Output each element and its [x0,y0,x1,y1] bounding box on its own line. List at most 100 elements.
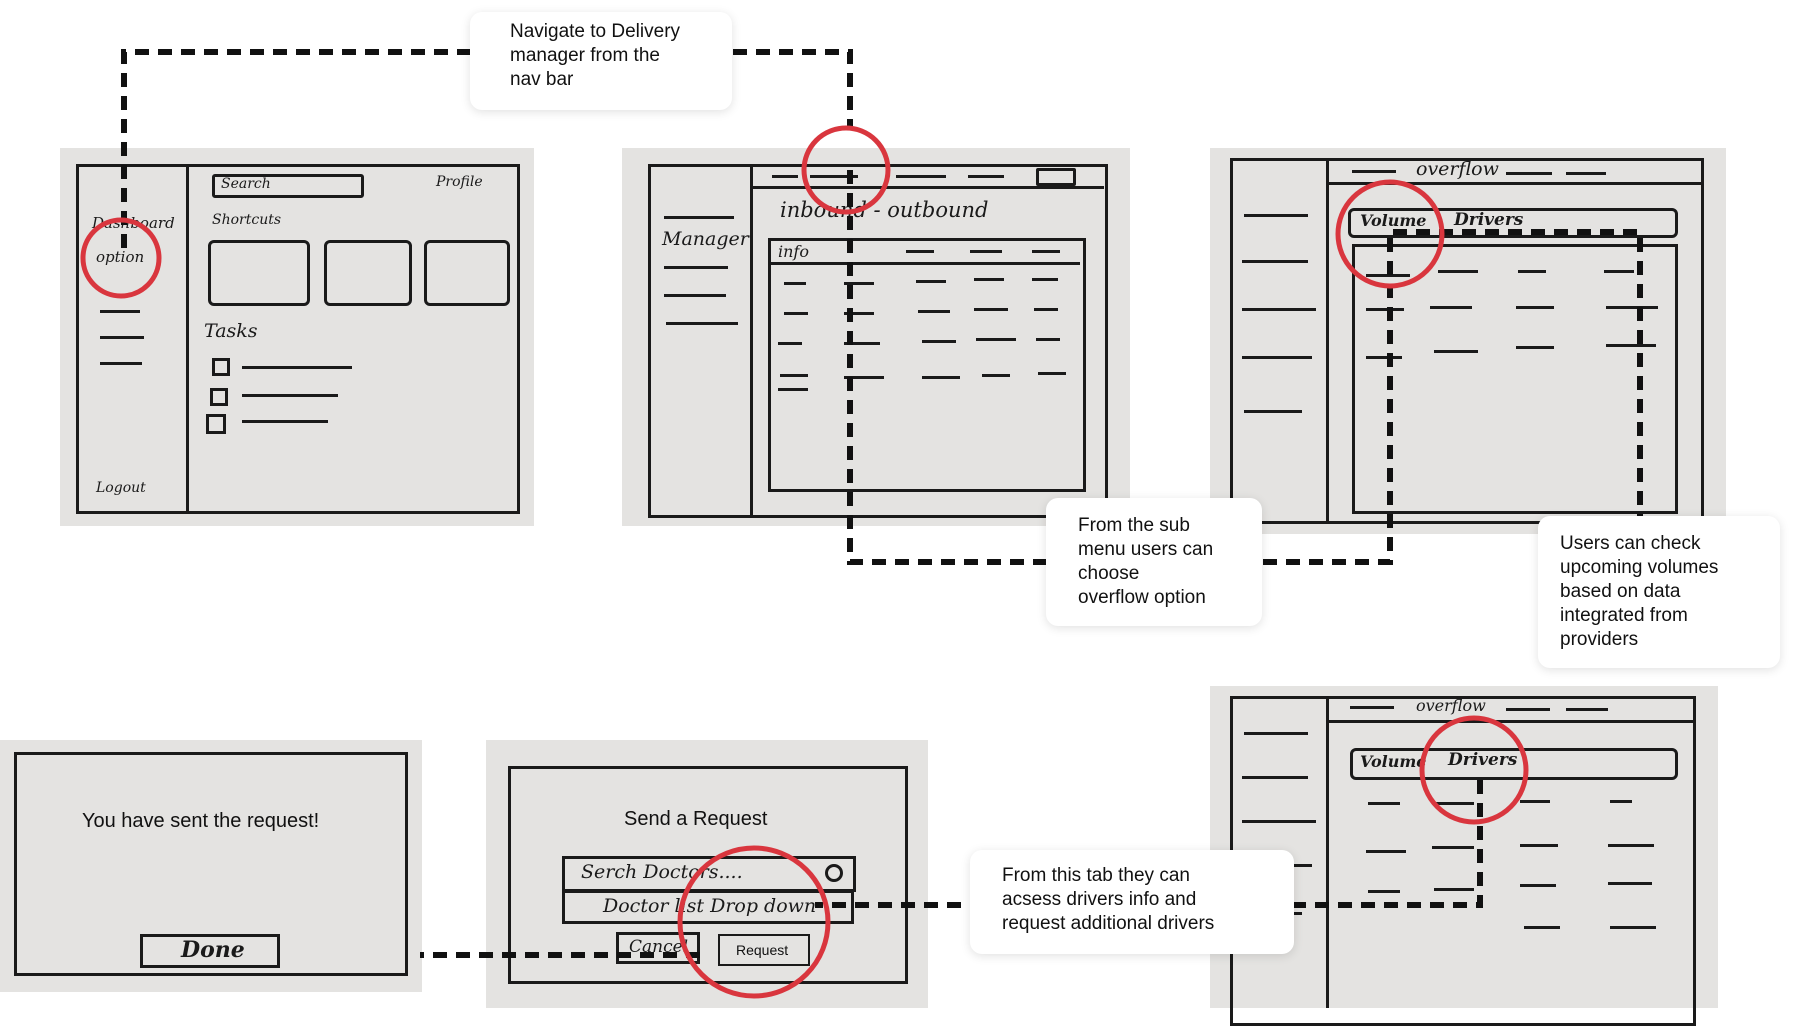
drivers-cell-line [1368,802,1400,805]
drivers-cell-line [1610,926,1656,929]
done-button-label: Done [181,937,245,963]
drivers-cell-line [1524,926,1560,929]
overflow-cell-line [1516,306,1554,309]
table-cell-line [784,312,808,315]
overflow-tab-volume: Volume [1360,211,1427,230]
table-cell-line [974,308,1008,311]
table-cell-line [918,310,950,313]
shortcut-card [424,240,510,306]
manager-side-title: Manager [662,228,749,250]
note-nav-line: nav bar [510,69,574,90]
drivers-cell-line [1368,890,1400,893]
overflow-cell-line [1366,308,1404,311]
task-line [242,394,338,397]
dashboard-nav-line [100,362,142,365]
manager-nav-line [968,175,1004,178]
note-submenu: From the sub menu users can choose overf… [1046,498,1262,626]
drivers-nav-line [1566,708,1608,711]
overflow-sidebar-divider [1326,160,1329,522]
note-drivers-line: acsess drivers info and [1002,889,1197,910]
table-cell-line [844,282,874,285]
overflow-nav-line [1506,172,1552,175]
doctor-list-dropdown: Doctor list Drop down [562,890,854,924]
drivers-cell-line [1520,844,1558,847]
drivers-cell-line [1608,844,1654,847]
note-volumes: Users can check upcoming volumes based o… [1538,516,1780,668]
drivers-cell-line [1520,884,1556,887]
table-cell-line [778,342,802,345]
overflow-cell-line [1438,270,1478,273]
overflow-volume-frame [1230,158,1704,524]
overflow-drivers-sketch: overflow Volume Drivers [1210,686,1718,1026]
drivers-side-line [1242,820,1316,823]
overflow-cell-line [1606,344,1656,347]
drivers-tab-bar [1350,748,1678,780]
dashboard-search-label: Search [221,176,271,192]
connector-drivers-to-request [815,780,1483,908]
drivers-cell-line [1434,802,1474,805]
drivers-cell-line [1610,800,1632,803]
table-cell-line [1036,338,1060,341]
table-cell-line [784,282,806,285]
sent-message: You have sent the request! [82,810,320,832]
table-cell-line [1034,308,1058,311]
request-button-label: Request [736,942,789,958]
dashboard-logout-label: Logout [96,480,146,496]
highlight-circle-navbar [801,125,891,215]
note-volumes-line: based on data [1560,581,1681,602]
drivers-nav-line [1506,708,1550,711]
table-cell-line [780,374,808,377]
doctor-list-dropdown-label: Doctor list Drop down [603,895,817,917]
note-volumes-line: Users can check [1560,533,1701,554]
overflow-side-line [1244,410,1302,413]
task-checkbox [206,414,226,434]
dashboard-sketch: Search Profile Dashboard option Shortcut… [60,148,534,526]
overflow-side-line [1242,260,1308,263]
note-submenu-line: overflow option [1078,587,1206,608]
manager-sketch: Manager inbound - outbound info [622,148,1130,526]
table-cell-line [922,340,956,343]
search-icon [825,864,843,882]
task-checkbox [212,358,230,376]
note-drivers: From this tab they can acsess drivers in… [970,850,1294,954]
overflow-title: overflow [1416,158,1499,180]
sent-confirmation-sketch: You have sent the request! Done [0,740,422,992]
dashboard-nav-line [100,336,144,339]
overflow-cell-line [1604,270,1634,273]
table-cell-line [1032,278,1058,281]
overflow-cell-line [1366,356,1402,359]
drivers-cell-line [1366,850,1406,853]
drivers-tab-volume: Volume [1360,752,1427,771]
note-drivers-line: From this tab they can [1002,865,1190,886]
note-submenu-line: choose [1078,563,1140,584]
table-cell-line [974,278,1004,281]
connector-manager-to-overflow [847,170,1643,670]
manager-nav-line [810,175,858,178]
shortcut-card [208,240,310,306]
request-button: Request [718,934,810,966]
manager-side-line [664,216,734,219]
manager-table-header-rule [770,262,1080,265]
overflow-topbar [1328,182,1702,185]
drivers-title: overflow [1416,696,1486,715]
table-cell-line [844,312,874,315]
dashboard-option-label: option [96,248,145,266]
note-nav-line: Navigate to Delivery [510,21,681,42]
overflow-side-line [1242,356,1312,359]
done-button: Done [140,934,280,968]
note-nav: Navigate to Delivery manager from the na… [470,12,732,110]
sent-frame [14,752,408,976]
table-cell-line [1032,250,1060,253]
dashboard-profile-label: Profile [436,174,483,190]
table-cell-line [906,250,934,253]
manager-nav-line [896,175,946,178]
table-cell-line [916,280,946,283]
overflow-cell-line [1518,270,1546,273]
overflow-cell-line [1366,274,1410,277]
overflow-tab-drivers: Drivers [1454,210,1524,230]
table-cell-line [778,388,808,391]
note-submenu-line: From the sub [1078,515,1190,536]
highlight-circle-volume [1335,179,1445,289]
highlight-circle-drivers [1419,715,1529,825]
